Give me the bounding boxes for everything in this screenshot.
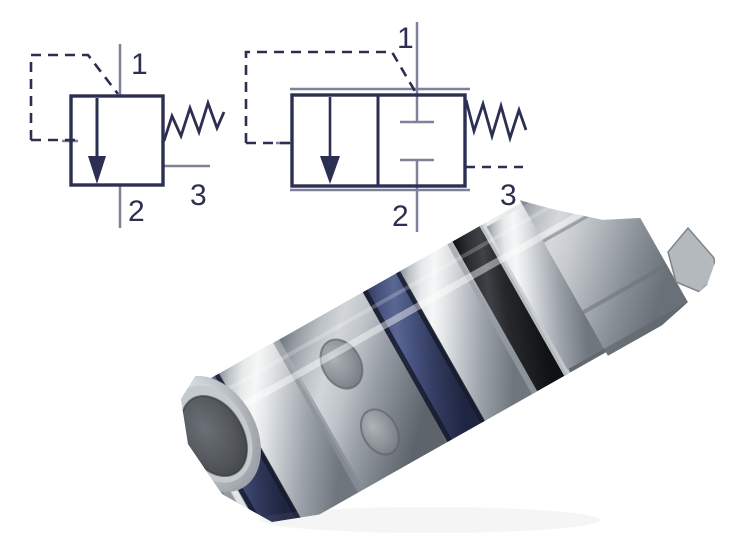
specular-highlight [181,195,627,471]
port-2-label: 2 [128,195,145,228]
contact-shadow [260,507,600,533]
land-1 [219,340,362,522]
flow-arrow-head [320,156,340,184]
valve-envelope [69,94,165,187]
land-1-step [273,338,366,493]
oring-mid-edge-l [362,289,452,442]
port-1-label: 1 [131,48,148,81]
hex-edge-2 [582,263,668,314]
pilot-line-dashed [244,50,418,143]
shank [486,205,606,370]
hex-flat-bottom [604,301,692,356]
port-2-label: 2 [392,200,409,233]
land-2-step [447,240,539,395]
oring-mid [362,271,485,442]
port-hole-upper-edge [319,338,364,390]
nose-bore [181,395,247,477]
rear-seal-shoulder [479,222,571,376]
spring-return [464,99,528,143]
pilot-line-dashed [29,53,120,140]
symbol-two-envelope-valve: 1 2 3 [244,22,530,233]
port-hole-upper [320,339,363,389]
port-hole-lower-edge [359,408,400,456]
valve-assembly [181,195,716,522]
port-hole-lower [360,409,399,455]
spring-return [162,98,226,142]
flow-arrow-head [88,156,106,184]
port-3-label: 3 [190,179,207,212]
symbol-two-position-valve: 1 2 3 [29,44,226,228]
specular-highlight-2 [181,195,615,451]
port-3-label: 3 [500,179,517,212]
land-2 [400,242,536,421]
ported-section [279,292,448,490]
oring-mid-edge-r [395,271,485,424]
oring-rear [452,224,567,392]
port-1-label: 1 [397,22,414,55]
